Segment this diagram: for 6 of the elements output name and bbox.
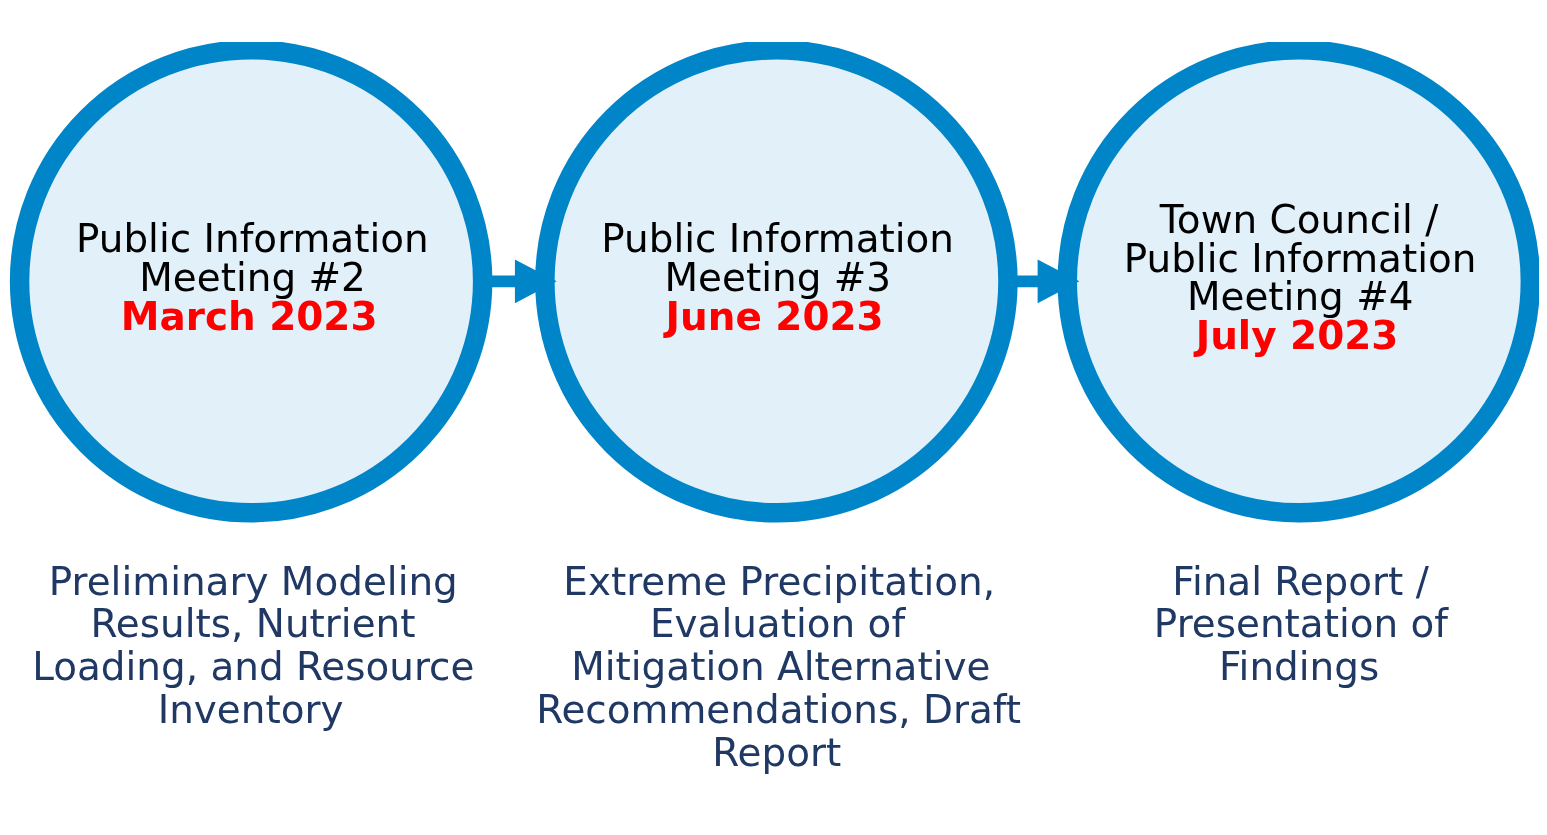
- node-label: Final Report / Presentation of Findings: [1153, 558, 1449, 690]
- node-label: Preliminary Modeling Results, Nutrient Loading, and Resource Inventory: [32, 558, 475, 732]
- node-circle: Town Council / Public Information Meeting #4 July 2023: [1057, 42, 1539, 523]
- node-circle: Public Information Meeting #2 March 2023: [9, 42, 493, 523]
- node-circle: Public Information Meeting #3 June 2023: [535, 42, 1018, 523]
- node-label: Extreme Precipitation, Evaluation of Mitigation Alternative Recommendations, Draft Report: [536, 558, 1022, 775]
